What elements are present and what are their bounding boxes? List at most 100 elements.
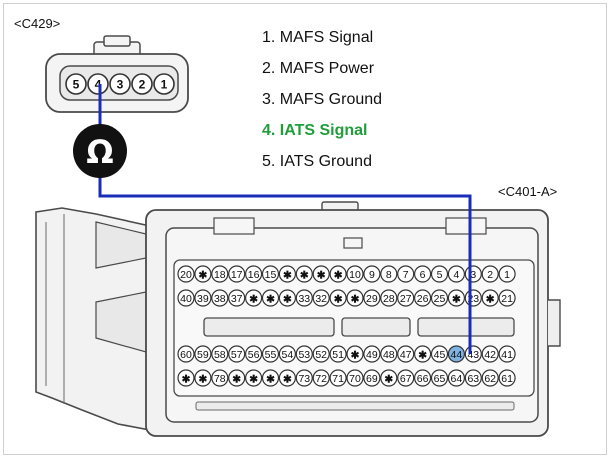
ecu-pin-label: ✱	[198, 270, 207, 282]
ecu-pin	[194, 265, 212, 283]
ecu-pin-label: 21	[501, 293, 513, 305]
ecu-pin	[261, 369, 280, 387]
ecu-pin-label: 2	[487, 269, 493, 281]
ecu-pin-label: 78	[214, 373, 226, 385]
ecu-pin	[295, 289, 313, 307]
ecu-pin-label: 40	[180, 293, 192, 305]
ecu-pin	[397, 345, 415, 363]
ecu-pin-label: ✱	[334, 294, 343, 306]
ecu-pin	[464, 369, 482, 387]
ecu-pin	[397, 369, 415, 387]
ecu-pin	[414, 289, 432, 307]
ecu-pin	[481, 369, 499, 387]
ecu-pin	[447, 265, 465, 283]
ecu-pin	[346, 369, 364, 387]
ecu-pin-label: 71	[332, 373, 344, 385]
ohm-symbol: Ω	[86, 133, 113, 171]
ecu-pin	[430, 345, 449, 363]
ecu-pin-label: ✱	[283, 294, 292, 306]
ecu-pin-label: 65	[434, 373, 446, 385]
ecu-pin-label: 32	[315, 293, 327, 305]
ecu-pin	[329, 369, 347, 387]
ecu-pin-label: 15	[265, 269, 277, 281]
ecu-pin-label: 69	[366, 373, 378, 385]
ecu-pin	[363, 265, 381, 283]
ecu-pin-label: 49	[366, 349, 378, 361]
ecu-pin	[380, 265, 398, 283]
ecu-pin-label: 42	[484, 349, 496, 361]
ecu-pin-label: 70	[349, 373, 361, 385]
ecu-pin-label: 9	[369, 269, 375, 281]
ecu-pin-label: 1	[504, 269, 510, 281]
ecu-pin	[430, 289, 449, 307]
ecu-pin	[380, 289, 398, 307]
ecu-pin-label: 27	[400, 293, 412, 305]
ecu-connector-label: <C401-A>	[498, 184, 557, 199]
ecu-pin	[414, 369, 432, 387]
ecu-pin-label: 38	[214, 293, 226, 305]
ecu-pin	[295, 265, 313, 283]
sensor-pin	[153, 73, 175, 95]
ecu-pin-label: 39	[197, 293, 209, 305]
ecu-pin-label: ✱	[384, 374, 393, 386]
ecu-pin	[346, 289, 364, 307]
ecu-pin	[194, 345, 212, 363]
ecu-pin-label: 62	[484, 373, 496, 385]
sensor-connector-label: <C429>	[14, 16, 60, 31]
ecu-pin-label: ✱	[351, 294, 360, 306]
ecu-pin-label: ✱	[232, 374, 241, 386]
ecu-pin	[397, 265, 415, 283]
legend-item: 1. MAFS Signal	[262, 29, 373, 46]
ecu-pin	[177, 345, 195, 363]
legend-item: 3. MAFS Ground	[262, 91, 382, 108]
ecu-pin	[211, 369, 229, 387]
ecu-pin-label: 63	[467, 373, 479, 385]
ecu-pin-label: 28	[383, 293, 395, 305]
ecu-pin	[245, 265, 263, 283]
ecu-pin	[329, 265, 347, 283]
ecu-pin-label: 58	[214, 349, 226, 361]
ecu-pin	[380, 369, 398, 387]
ecu-pin-label: ✱	[283, 374, 292, 386]
ecu-pin	[346, 265, 364, 283]
ecu-pin	[498, 345, 516, 363]
ecu-pin-label: 66	[417, 373, 429, 385]
ecu-pin-label: 72	[315, 373, 327, 385]
ecu-pin-label: 52	[315, 349, 327, 361]
sensor-pin-label: 2	[139, 78, 146, 92]
ecu-pin	[498, 289, 516, 307]
sensor-pin-label: 4	[95, 78, 102, 92]
ecu-pin	[177, 265, 195, 283]
ecu-pin-label: 59	[197, 349, 209, 361]
ecu-pin-label: 16	[248, 269, 260, 281]
ecu-pin-label: 43	[467, 349, 479, 361]
ecu-pin-label: 54	[282, 349, 294, 361]
ecu-pin-label: 4	[453, 269, 459, 281]
ecu-pin	[363, 345, 381, 363]
ecu-pin-label: 18	[214, 269, 226, 281]
ecu-pin-label: 67	[400, 373, 412, 385]
ecu-pin	[295, 369, 313, 387]
ecu-pin-label: 37	[231, 293, 243, 305]
ecu-pin	[312, 345, 330, 363]
ecu-pin-label: 53	[298, 349, 310, 361]
ecu-pin-label: ✱	[266, 374, 275, 386]
sensor-pin-label: 1	[161, 78, 168, 92]
ecu-pin-label: 7	[403, 269, 409, 281]
ecu-pin	[414, 265, 432, 283]
ecu-pin-label: ✱	[182, 374, 191, 386]
ecu-pin	[261, 265, 280, 283]
ecu-pin	[397, 289, 415, 307]
ecu-pin	[245, 369, 263, 387]
sensor-pin	[65, 73, 87, 95]
ecu-pin	[346, 345, 364, 363]
legend-item: 4. IATS Signal	[262, 122, 368, 139]
ecu-pin-label: 64	[451, 373, 463, 385]
legend-item: 2. MAFS Power	[262, 60, 375, 77]
ecu-pin	[245, 289, 263, 307]
ecu-pin	[211, 265, 229, 283]
sensor-pin	[87, 73, 109, 95]
